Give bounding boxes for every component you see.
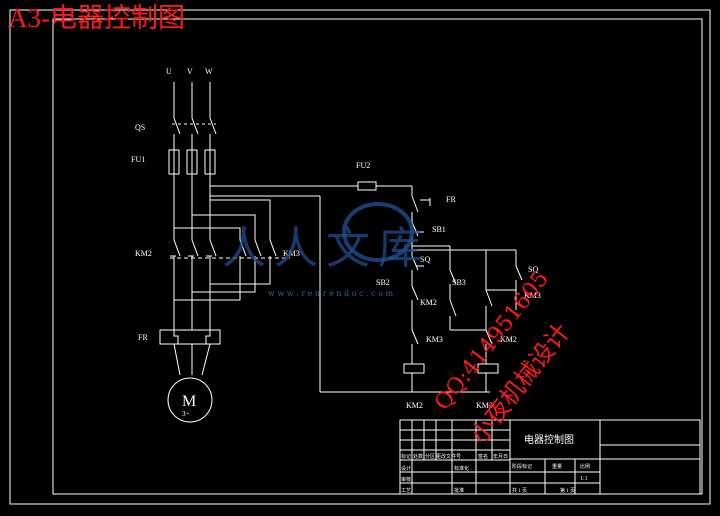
tb-mark: 标记 xyxy=(401,453,411,460)
tb-approve: 批准 xyxy=(454,487,464,494)
watermark-url: w w w . r e n r e n d o c . c o m xyxy=(268,289,394,298)
phase-u-label: U xyxy=(166,67,172,76)
phase-v-label: V xyxy=(187,67,193,76)
page-title: A3-电器控制图 xyxy=(8,3,185,33)
tb-std: 标准化 xyxy=(454,465,469,472)
motor-phase: 3~ xyxy=(182,410,190,418)
km3-contact-label: KM3 xyxy=(524,291,541,300)
km2-main-label: KM2 xyxy=(135,249,152,258)
tb-count: 处数 xyxy=(413,453,423,460)
sb1-label: SB1 xyxy=(432,225,446,234)
tb-sheet-no: 第 1 页 xyxy=(560,487,575,494)
sb3-label: SB3 xyxy=(452,278,466,287)
sb2-label: SB2 xyxy=(376,278,390,287)
tb-design: 设计 xyxy=(401,465,411,472)
inner-border xyxy=(52,18,703,495)
km2-contact-label: KM2 xyxy=(420,298,437,307)
fu2-label: FU2 xyxy=(356,161,370,170)
km2-interlock-label: KM2 xyxy=(500,335,517,344)
phase-w-label: W xyxy=(205,67,213,76)
outer-border xyxy=(9,9,711,505)
motor-letter: M xyxy=(182,393,196,410)
motor-symbol xyxy=(167,377,213,423)
tb-date: 年月日 xyxy=(493,453,508,460)
qs-label: QS xyxy=(135,123,145,132)
sq2-label: SQ xyxy=(528,265,538,274)
fr-control-label: FR xyxy=(446,195,456,204)
tb-scale-value: 1:1 xyxy=(580,476,588,482)
km3-interlock-label: KM3 xyxy=(426,335,443,344)
tb-review: 审核 xyxy=(401,476,411,483)
control-circuit xyxy=(210,181,523,393)
tb-docno: 更改文件号 xyxy=(436,453,461,460)
tb-sign: 签名 xyxy=(478,453,488,460)
phase-lines xyxy=(159,82,290,376)
tb-stage: 阶段标记 xyxy=(512,463,532,470)
fu1-label: FU1 xyxy=(131,155,145,164)
fr-main-label: FR xyxy=(138,333,148,342)
km2-coil-label: KM2 xyxy=(406,401,423,410)
tb-scale: 比例 xyxy=(580,463,590,470)
tb-craft: 工艺 xyxy=(401,488,411,494)
tb-weight: 重量 xyxy=(552,463,562,470)
km3-main-label: KM3 xyxy=(283,249,300,258)
km3-coil-label: KM3 xyxy=(476,401,493,410)
title-block xyxy=(399,419,701,495)
watermark-logo-icon xyxy=(342,202,414,262)
tb-zone: 分区 xyxy=(425,453,435,460)
drawing-name: 电器控制图 xyxy=(524,433,574,446)
tb-sheet-total: 共 1 页 xyxy=(512,487,527,494)
watermark-brand: 人人文库 xyxy=(222,223,430,274)
sq1-label: SQ xyxy=(420,255,430,264)
